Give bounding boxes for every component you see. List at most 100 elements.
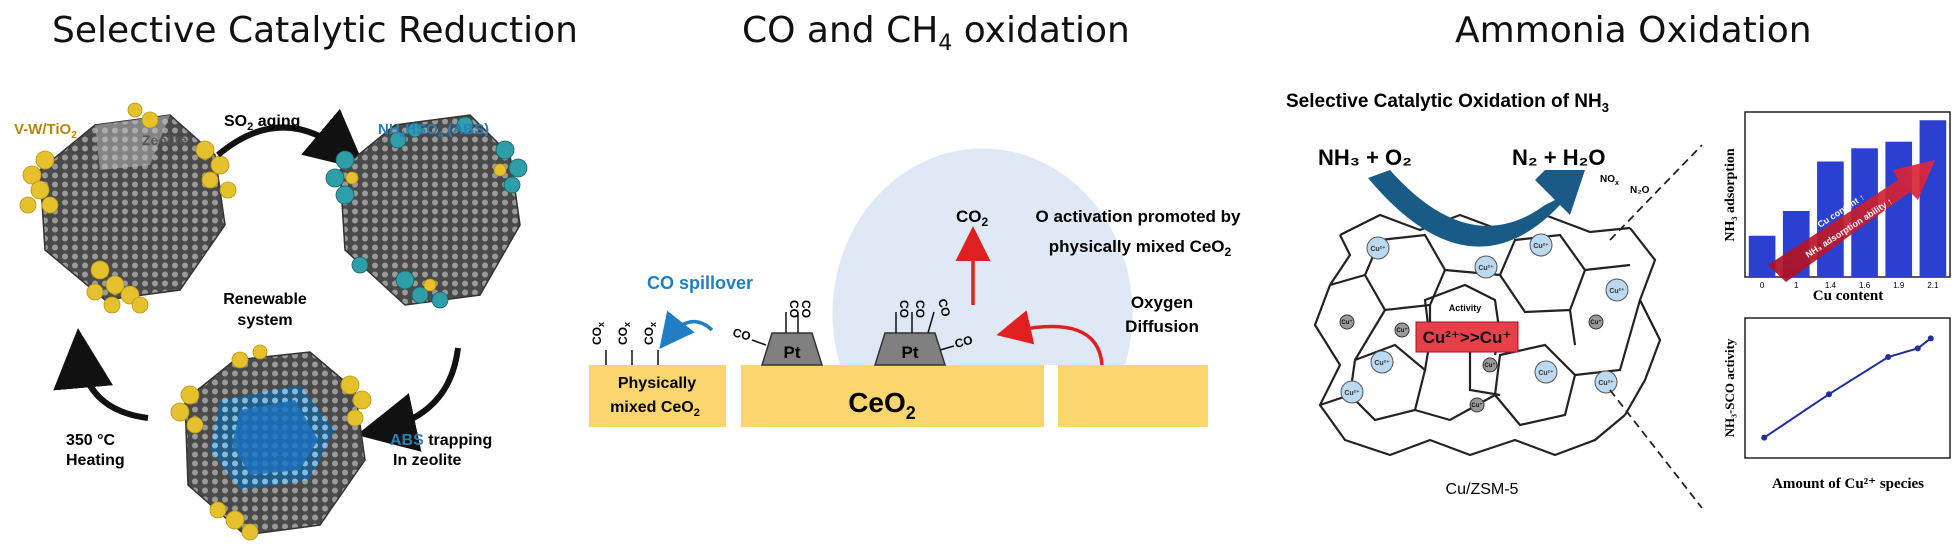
label-physically: Physically	[618, 375, 696, 392]
cox-species: COx COx COx	[590, 322, 658, 345]
label-vw-tio2: V-W/TiO2	[14, 121, 77, 141]
bar-tick-label-5: 2.1	[1927, 281, 1939, 290]
activity-point-4	[1927, 335, 1934, 342]
label-n2o: N₂O	[1630, 185, 1650, 196]
trend-arrow	[1768, 160, 1935, 282]
pt-particle-left	[760, 332, 824, 366]
svg-text:Cu²⁺: Cu²⁺	[1598, 379, 1614, 387]
oxygen-diffusion-arrow	[996, 310, 1104, 366]
label-zeolite: Zeolite	[142, 132, 187, 148]
bar-x-axis-label: Cu content	[1813, 288, 1883, 304]
svg-text:CO: CO	[731, 325, 752, 343]
zoom-line-bottom	[1609, 389, 1703, 509]
scr-panel: V-W/TiO2 Zeolite SO2 aging NH4HSO4 (ABS)…	[14, 102, 528, 541]
svg-text:CO: CO	[953, 333, 974, 351]
label-heating: Heating	[66, 452, 125, 469]
svg-text:CO: CO	[897, 300, 911, 318]
spillover-arrow	[659, 310, 714, 350]
label-renewable-2: system	[237, 312, 292, 329]
svg-text:CO: CO	[913, 300, 927, 318]
svg-text:Cu²⁺: Cu²⁺	[1609, 287, 1625, 295]
svg-text:Cu⁺: Cu⁺	[1590, 319, 1601, 326]
activation-halo	[832, 148, 1133, 365]
ammonia-panel: Selective Catalytic Oxidation of NH3 NH₃…	[1286, 91, 1951, 509]
label-o-activation-2: physically mixed CeO2	[1049, 237, 1232, 259]
heating-arrow	[53, 328, 149, 421]
bar-0	[1748, 235, 1776, 277]
svg-text:CO: CO	[935, 297, 953, 318]
nh3-adsorption-chart: 0 1 1.4 1.6 1.9 2.1 Cu content NH₃ adsorption…	[1723, 111, 1951, 304]
svg-text:Cu⁺: Cu⁺	[1471, 402, 1482, 409]
activity-box	[1415, 321, 1519, 353]
label-diffusion: Diffusion	[1125, 317, 1199, 336]
svg-text:Cu²⁺: Cu²⁺	[1344, 389, 1360, 397]
label-co2: CO2	[956, 207, 989, 229]
ceo2-support	[741, 365, 1044, 427]
label-o-activation-1: O activation promoted by	[1036, 207, 1242, 226]
title-scr: Selective Catalytic Reduction	[52, 10, 578, 51]
abs-trapping-arrow	[356, 347, 461, 452]
zeolite-crystal-aged	[325, 114, 528, 309]
label-co-spillover: CO spillover	[647, 273, 753, 293]
svg-text:Cu⁺: Cu⁺	[1396, 327, 1407, 334]
activity-point-0	[1761, 434, 1768, 441]
label-mixed-ceo2: mixed CeO2	[610, 399, 700, 419]
zsm5-framework	[1313, 213, 1662, 457]
label-reactants: NH₃ + O₂	[1318, 145, 1412, 170]
ceo2-block-right	[1058, 365, 1208, 427]
label-nox: NOx	[1600, 174, 1619, 187]
label-products: N₂ + H₂O	[1512, 145, 1606, 170]
reaction-arrow	[1368, 170, 1585, 247]
zoom-line-top	[1609, 144, 1703, 241]
label-in-zeolite: In zeolite	[393, 452, 462, 469]
svg-text:Cu²⁺: Cu²⁺	[1374, 359, 1390, 367]
bar-tick-label-0: 0	[1760, 281, 1765, 290]
label-abs-trapping: ABS trapping	[390, 432, 492, 449]
label-sco-heading: Selective Catalytic Oxidation of NH3	[1286, 91, 1609, 115]
so2-aging-arrow	[216, 108, 367, 171]
co-oxidation-panel: Physically mixed CeO2 CeO2 Pt Pt CO CO C…	[589, 148, 1241, 427]
cu2-sites	[1340, 233, 1629, 404]
label-activity: Activity	[1449, 303, 1482, 313]
label-oxygen: Oxygen	[1131, 293, 1193, 312]
bar-tick-label-2: 1.4	[1825, 281, 1837, 290]
bar-tick-label-1: 1	[1794, 281, 1799, 290]
pt-particle-right	[873, 332, 947, 366]
activity-point-2	[1885, 354, 1892, 360]
cu1-sites	[1339, 314, 1604, 413]
label-pt-left: Pt	[784, 343, 801, 362]
activity-point-3	[1914, 345, 1921, 352]
svg-text:COx: COx	[590, 322, 606, 345]
bar-tick-label-4: 1.9	[1893, 281, 1905, 290]
bar-4	[1885, 141, 1913, 277]
label-cu-relation: Cu²⁺>>Cu⁺	[1423, 328, 1512, 347]
physically-mixed-ceo2-block	[589, 365, 726, 427]
svg-text:Cu²⁺: Cu²⁺	[1533, 242, 1549, 250]
label-abs: NH4HSO4 (ABS)	[378, 121, 489, 141]
svg-text:Cu⁺: Cu⁺	[1484, 362, 1495, 369]
svg-text:COx: COx	[642, 322, 658, 345]
co-ligands: CO CO CO CO CO CO CO	[731, 297, 974, 351]
svg-text:Cu⁺: Cu⁺	[1341, 319, 1352, 326]
label-cu-zsm5: Cu/ZSM-5	[1446, 481, 1519, 498]
title-co-ch4: CO and CH4 oxidation	[742, 10, 1130, 57]
line-y-axis-label: NH₃-SCO activity	[1722, 338, 1737, 437]
bar-tick-label-3: 1.6	[1859, 281, 1871, 290]
svg-text:COx: COx	[616, 322, 632, 345]
title-ammonia: Ammonia Oxidation	[1455, 10, 1812, 51]
label-so2-aging: SO2 aging	[224, 113, 300, 133]
label-350c: 350 °C	[66, 432, 116, 449]
label-pt-right: Pt	[902, 343, 919, 362]
bar-y-axis-label: NH₃ adsorption	[1723, 148, 1738, 241]
zeolite-crystal-fresh	[19, 102, 237, 314]
svg-text:Cu²⁺: Cu²⁺	[1478, 264, 1494, 272]
svg-text:Cu²⁺: Cu²⁺	[1370, 245, 1386, 253]
label-ceo2: CeO2	[848, 387, 916, 423]
zeolite-crystal-trapped	[170, 344, 372, 541]
activity-point-1	[1826, 391, 1832, 398]
nh3-sco-activity-chart: Amount of Cu²⁺ species NH₃-SCO activity	[1722, 317, 1951, 492]
label-renewable-1: Renewable	[223, 291, 307, 308]
svg-text:CO: CO	[787, 300, 801, 318]
bar-5	[1919, 120, 1947, 277]
